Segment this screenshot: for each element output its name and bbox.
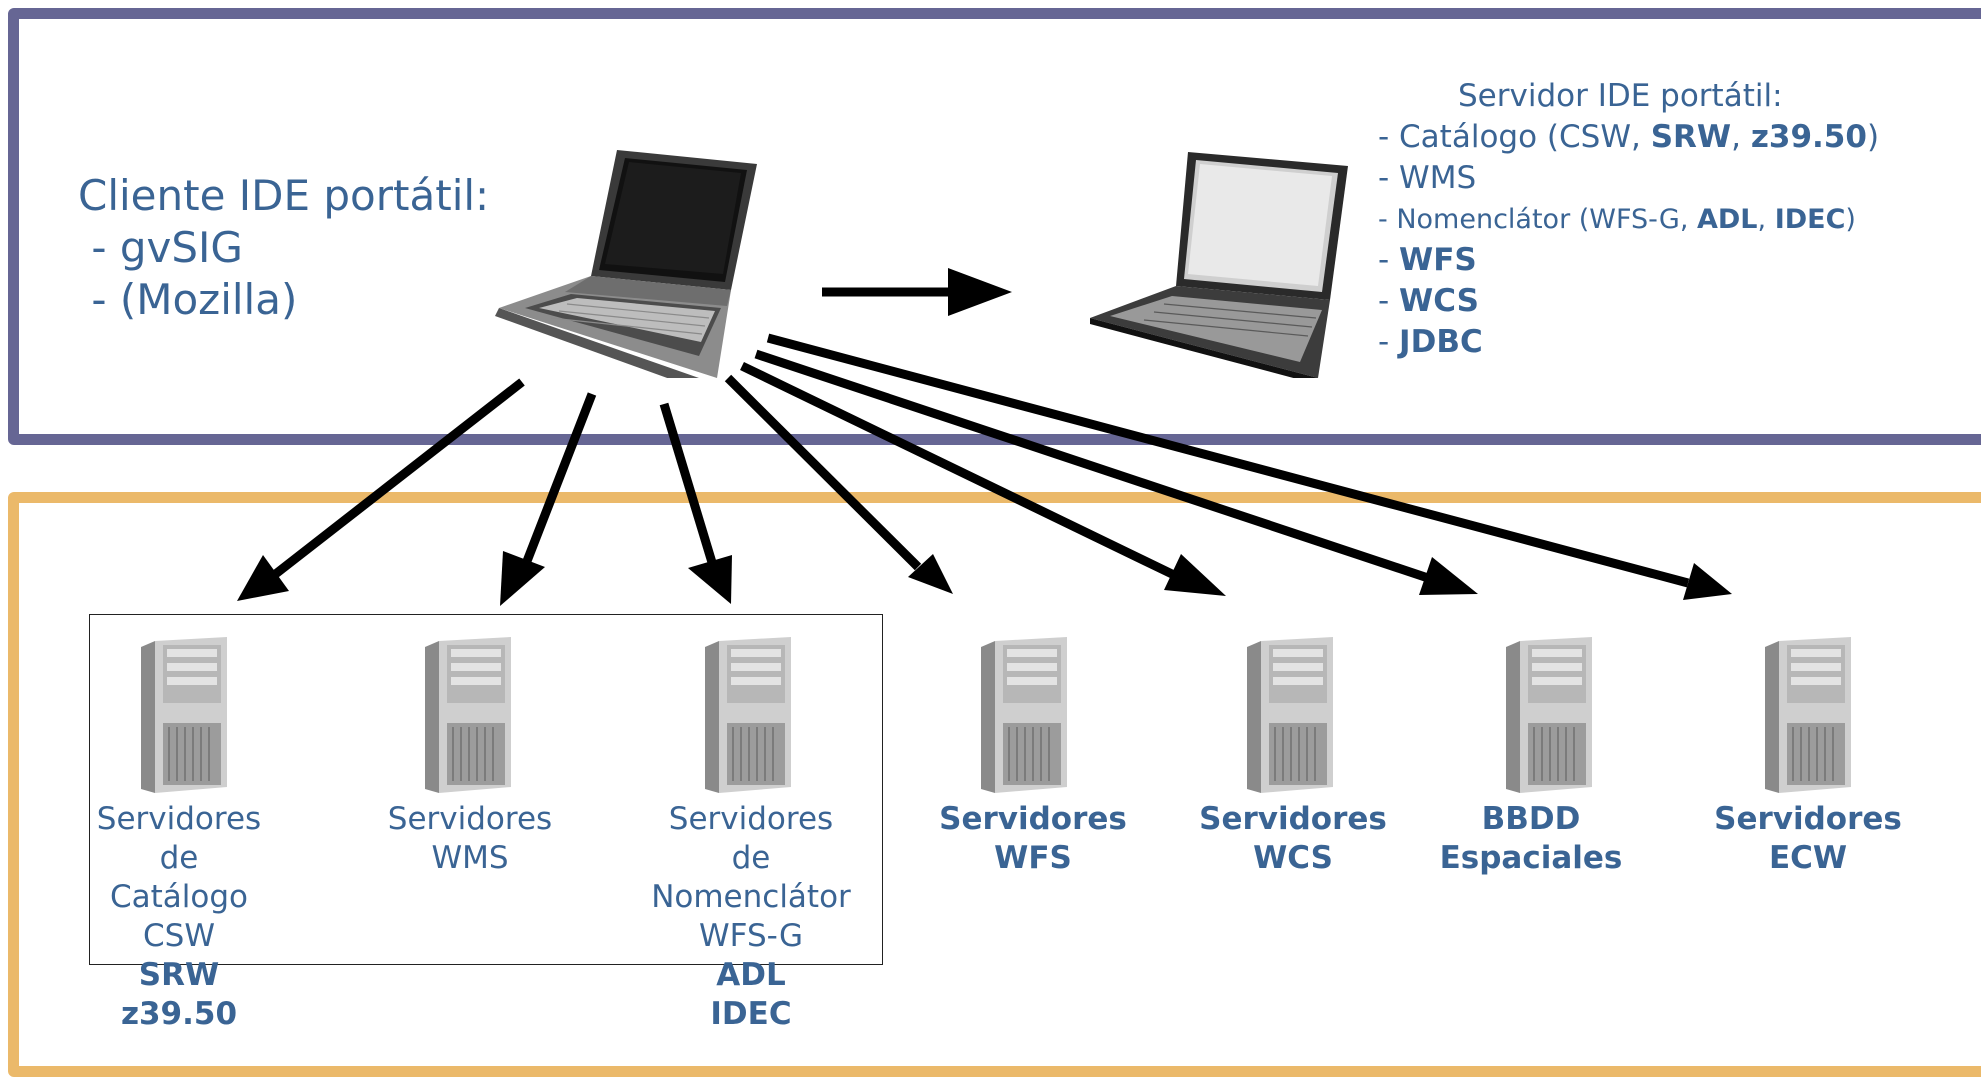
arrow-to-ecw xyxy=(766,333,1690,588)
server-label-wcs: Servidores WCS xyxy=(1199,801,1387,876)
server-tower-icon xyxy=(425,637,511,793)
server-line-wfs: - WFS xyxy=(1378,242,1477,278)
ogc-services-group-box xyxy=(89,614,883,965)
server-line-jdbc: - JDBC xyxy=(1378,324,1483,360)
server-label-ecw: Servidores ECW xyxy=(1714,801,1902,876)
server-description: Servidor IDE portátil: - Catálogo (CSW, … xyxy=(1378,76,1879,363)
arrowhead-wfs xyxy=(908,554,953,594)
arrow-to-catalog xyxy=(261,378,525,587)
client-title: Cliente IDE portátil: xyxy=(78,171,490,220)
server-tower-icon xyxy=(1765,637,1851,793)
arrowhead-portable-server xyxy=(948,268,1012,316)
arrowhead-bbdd xyxy=(1419,557,1478,595)
arrow-to-wfs xyxy=(724,374,922,571)
arrow-to-wcs xyxy=(740,361,1174,579)
client-region-frame xyxy=(8,8,1981,445)
server-tower-icon xyxy=(981,637,1067,793)
arrow-to-wms xyxy=(517,392,597,576)
arrow-to-nomenclator xyxy=(659,402,719,571)
server-tower-icon xyxy=(141,637,227,793)
server-tower-icon xyxy=(705,637,791,793)
server-line-catalogo: - Catálogo (CSW, SRW, z39.50) xyxy=(1378,119,1880,155)
arrowhead-catalog xyxy=(237,555,289,601)
arrowhead-nomenclator xyxy=(688,555,732,604)
arrowhead-wcs xyxy=(1164,554,1226,596)
server-line-wms: - WMS xyxy=(1378,160,1477,196)
client-laptop-icon xyxy=(495,150,757,378)
arrowhead-wms xyxy=(500,551,545,606)
server-line-nomenclator: - Nomenclátor (WFS-G, ADL, IDEC) xyxy=(1378,204,1856,235)
arrow-to-bbdd xyxy=(754,349,1430,583)
server-tower-icon xyxy=(1247,637,1333,793)
server-label-wfs: Servidores WFS xyxy=(939,801,1127,876)
server-label-wms: Servidores WMS xyxy=(387,801,553,876)
client-item-gvsig: - gvSIG xyxy=(78,223,243,272)
portable-server-laptop-icon xyxy=(1090,152,1348,378)
client-item-mozilla: - (Mozilla) xyxy=(78,275,298,324)
server-line-wcs: - WCS xyxy=(1378,283,1479,319)
server-title: Servidor IDE portátil: xyxy=(1458,78,1783,114)
client-description: Cliente IDE portátil: - gvSIG - (Mozilla… xyxy=(78,170,489,326)
arrowhead-ecw xyxy=(1683,563,1732,600)
server-label-catalog: Servidores de Catálogo CSW SRW z39.50 xyxy=(96,801,262,1032)
server-label-bbdd: BBDD Espaciales xyxy=(1439,801,1623,876)
server-tower-icon xyxy=(1506,637,1592,793)
server-label-nomenclator: Servidores de Nomenclátor WFS-G ADL IDEC xyxy=(651,801,851,1032)
